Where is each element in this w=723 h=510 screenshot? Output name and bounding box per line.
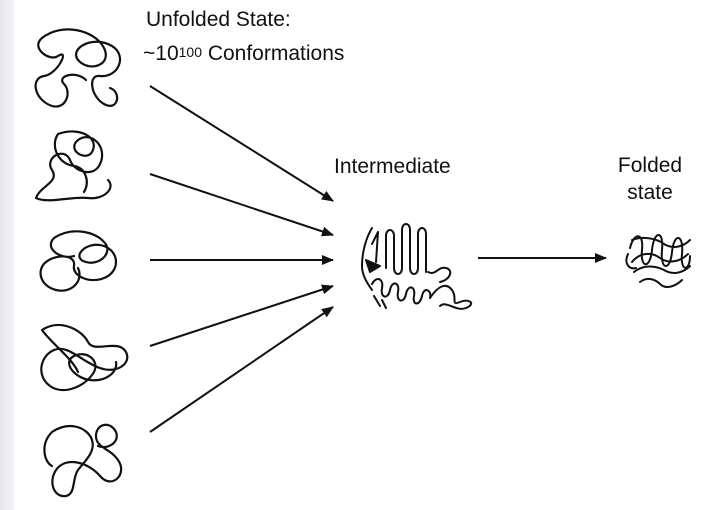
- unfolded-coil-3: [39, 230, 118, 292]
- arrow-coil-5-to-intermediate: [149, 306, 334, 433]
- intermediate-structure: [361, 223, 473, 310]
- arrow-coil-1-to-intermediate: [149, 85, 334, 202]
- folded-structure: [625, 234, 691, 288]
- side-band: [0, 0, 14, 510]
- intermediate-label: Intermediate: [334, 155, 451, 178]
- unfolded-coil-5: [43, 423, 123, 498]
- unfolded-conformations-count: ~10100 Conformations: [143, 42, 344, 66]
- arrow-coil-2-to-intermediate: [149, 173, 334, 237]
- folded-state-label-line2: state: [627, 181, 673, 204]
- unfolded-coil-4: [40, 324, 129, 392]
- unfolded-coil-1: [34, 28, 122, 108]
- count-exponent: 100: [178, 44, 202, 60]
- count-suffix: Conformations: [201, 42, 345, 65]
- count-prefix: ~10: [143, 42, 179, 65]
- unfolded-coil-2: [34, 130, 112, 202]
- folded-state-label-line1: Folded: [617, 154, 683, 177]
- arrow-coil-4-to-intermediate: [149, 284, 334, 347]
- unfolded-state-title: Unfolded State:: [146, 8, 291, 31]
